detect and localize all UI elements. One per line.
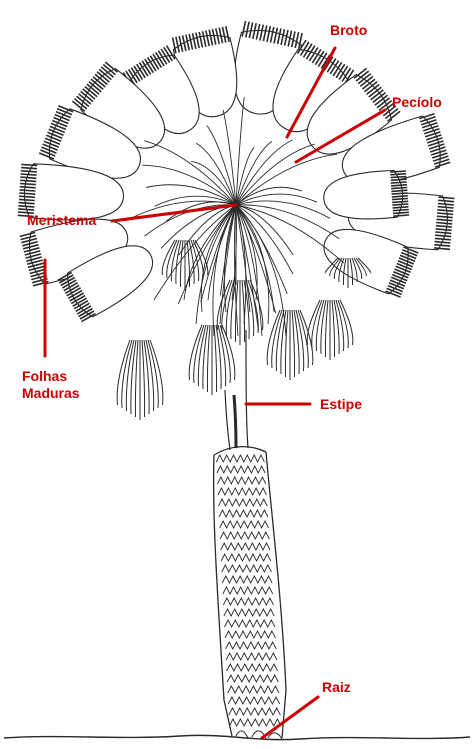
leaf-hatch <box>390 174 406 175</box>
leaf-hatch <box>391 188 407 189</box>
leaf-hatch <box>19 203 35 204</box>
leaf-hatch <box>391 177 407 178</box>
leaf-hatch <box>392 196 408 197</box>
leaf-hatch <box>21 164 37 165</box>
label-meristema: Meristema <box>27 212 96 228</box>
leaf-hatch <box>20 190 36 191</box>
leaf-hatch <box>391 182 407 183</box>
leaf-hatch <box>392 201 408 202</box>
leaf-hatch <box>19 196 35 197</box>
leaf-hatch <box>20 184 36 185</box>
label-estipe: Estipe <box>320 396 362 412</box>
leaf-hatch <box>20 180 36 181</box>
leaf-hatch <box>391 179 407 180</box>
leaf-hatch <box>392 199 408 200</box>
leaf-hatch <box>390 171 406 172</box>
leaf-hatch <box>392 204 408 205</box>
label-broto: Broto <box>330 22 367 38</box>
leaf-hatch <box>393 207 409 208</box>
leaf-hatch <box>21 168 37 169</box>
label-peciolo: Pecíolo <box>392 94 442 110</box>
leaf-hatch <box>19 199 35 200</box>
label-folhas-line1: Folhas <box>22 368 67 384</box>
leaf-hatch <box>21 171 37 172</box>
leaf-hatch <box>20 187 36 188</box>
label-folhas-line2: Maduras <box>22 385 80 401</box>
leaf-hatch <box>18 206 34 207</box>
leaf-hatch <box>21 174 37 175</box>
leaf-hatch <box>392 193 408 194</box>
leaf-hatch <box>393 212 409 213</box>
label-raiz: Raiz <box>322 679 351 695</box>
